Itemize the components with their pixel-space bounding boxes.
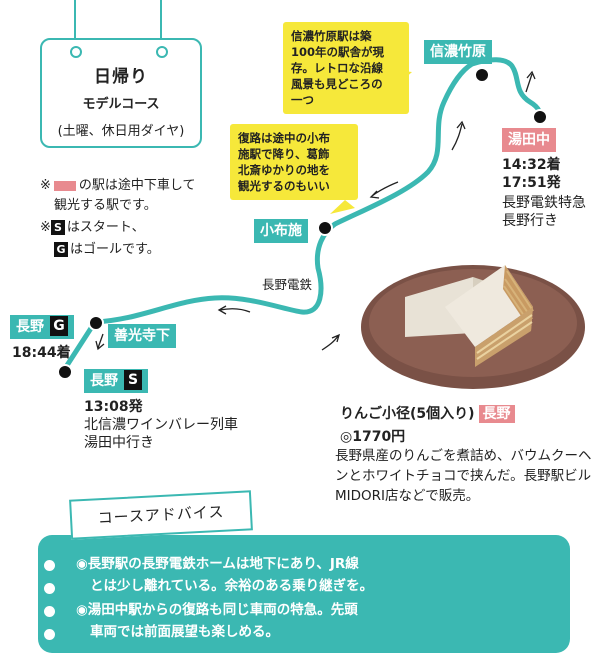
yudanaka-departure-time: 17:51発 [502,175,561,191]
station-dot-icon [317,220,333,236]
callout-pointer [330,200,355,214]
product-description: 長野県産のりんごを煮詰め、バウムクーヘンとホワイトチョコで挟んだ。長野駅ビルMI… [335,448,592,504]
hole-icon [44,583,55,594]
product-station-tag: 長野 [478,405,515,423]
start-train-destination: 湯田中行き [84,435,154,451]
start-train-name: 北信濃ワインバレー列車 [84,417,238,433]
railway-line-name: 長野電鉄 [262,277,313,292]
station-dot-icon [532,109,548,125]
hole-icon [44,606,55,617]
start-mark-icon: S [124,370,142,390]
goal-mark-icon: G [54,242,68,257]
railway-line [61,57,543,373]
station-label-yudanaka: 湯田中 [502,128,556,152]
station-dot-icon [57,364,73,380]
product-title: りんご小径(5個入り)長野 [340,403,515,423]
arrow-icon [369,181,399,199]
notebook-holes [44,560,60,652]
arrow-icon [525,70,536,93]
station-label-zenkojishita: 善光寺下 [108,324,176,348]
cake-image [361,265,585,389]
station-dot-icon [88,315,104,331]
course-subtitle: モデルコース [82,97,160,112]
obuse-callout: 復路は途中の小布 施駅で降り、葛飾 北斎ゆかりの地を 観光するのもいい [230,124,358,200]
advice-panel [38,535,570,653]
arrow-icon [217,305,251,315]
goal-mark-icon: G [50,316,68,336]
course-title: 日帰り [94,67,148,87]
start-departure-time: 13:08発 [84,399,143,415]
goal-arrival-time: 18:44着 [12,345,71,361]
yudanaka-arrival-time: 14:32着 [502,157,561,173]
product-price: ◎1770円 [340,429,406,445]
hole-icon [44,560,55,571]
sign-hole-icon [156,46,168,58]
arrow-icon [321,333,341,351]
course-schedule-note: (土曜、休日用ダイヤ) [57,124,185,139]
station-label-shinano-takehara: 信濃竹原 [424,40,492,64]
advice-item-2: ◉湯田中駅からの復路も同じ車両の特急。先頭 車両では前面展望も楽しめる。 [76,602,358,640]
arrow-icon [451,120,466,151]
station-dot-icon [474,67,490,83]
takehara-callout: 信濃竹原駅は築 100年の駅舎が現 存。レトロな沿線 風景も見どころの 一つ [283,22,409,114]
pink-legend-swatch [53,180,76,191]
yudanaka-train-name: 長野電鉄特急 [502,195,586,211]
station-label-obuse: 小布施 [254,219,308,243]
start-mark-icon: S [50,220,65,235]
arrow-icon [95,333,105,351]
hole-icon [44,629,55,640]
sign-string-left [74,0,76,40]
yudanaka-train-destination: 長野行き [502,213,558,229]
advice-item-1: ◉長野駅の長野電鉄ホームは地下にあり、JR線 とは少し離れている。余裕のある乗り… [76,556,374,594]
sign-hole-icon [70,46,82,58]
sign-string-right [160,0,162,40]
legend-note-1b: 観光する駅です。 [54,198,157,213]
legend-note-1: ※の駅は途中下車して [40,178,196,193]
course-title-card: 日帰り モデルコース (土曜、休日用ダイヤ) [40,38,202,148]
